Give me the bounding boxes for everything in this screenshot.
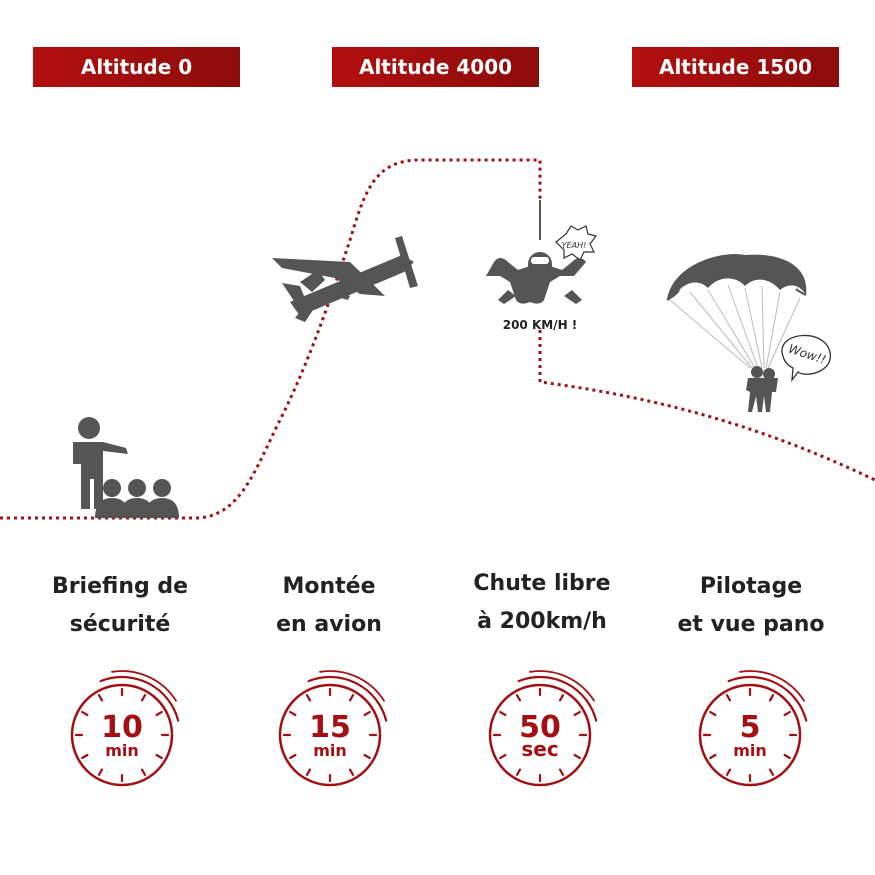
stopwatch-arc — [529, 670, 595, 702]
stopwatch-tick — [783, 710, 791, 717]
stopwatch-tick — [140, 694, 147, 702]
stopwatch-ring — [698, 683, 802, 787]
stopwatch-tick — [97, 694, 104, 702]
stopwatch-tick — [558, 694, 565, 702]
stopwatch-tick — [709, 753, 717, 760]
altitude-badge-1500: Altitude 1500 — [632, 47, 839, 87]
stage-title-line2: sécurité — [69, 612, 171, 637]
stopwatch-arc — [99, 675, 180, 722]
stopwatch-tick — [363, 753, 371, 760]
stage-title-line2: à 200km/h — [477, 609, 607, 634]
stopwatch-tick — [305, 768, 312, 776]
stopwatch-tick — [305, 694, 312, 702]
skydiver-icon: YEAH! 200 KM/H ! — [486, 200, 598, 332]
stopwatch-tick — [783, 753, 791, 760]
timer-value: 50 — [519, 710, 561, 745]
stopwatch-tick — [709, 710, 717, 717]
stopwatch-tick — [155, 710, 163, 717]
stopwatch-tick — [289, 753, 297, 760]
stage-title-freefall: Chute libre à 200km/h — [437, 565, 647, 641]
stopwatch-tick — [81, 710, 89, 717]
stopwatch-tick — [363, 710, 371, 717]
stopwatch-tick — [81, 753, 89, 760]
stage-title-line2: et vue pano — [677, 612, 825, 637]
timer-unit: min — [733, 741, 767, 760]
stopwatch-tick — [289, 710, 297, 717]
parachute-icon: Wow!! — [666, 254, 831, 412]
stopwatch-tick — [348, 694, 355, 702]
stopwatch-tick — [499, 710, 507, 717]
stage-title-line1: Pilotage — [699, 574, 803, 599]
stopwatch-tick — [140, 768, 147, 776]
stopwatch-tick — [97, 768, 104, 776]
altitude-badge-0: Altitude 0 — [33, 47, 240, 87]
timer-unit: min — [313, 741, 347, 760]
stopwatch-tick — [768, 768, 775, 776]
stage-title-line1: Montée — [282, 574, 376, 599]
stopwatch-tick — [515, 694, 522, 702]
stopwatch-arc — [727, 675, 808, 722]
stopwatch-tick — [573, 710, 581, 717]
timer-value: 10 — [101, 710, 143, 745]
stage-title-ascent: Montée en avion — [224, 568, 434, 644]
stopwatch-arc — [307, 675, 388, 722]
stopwatch-tick — [725, 768, 732, 776]
stopwatch-tick — [573, 753, 581, 760]
timer-value: 5 — [740, 710, 761, 745]
stopwatch-tick — [558, 768, 565, 776]
stopwatch-arc — [111, 670, 177, 702]
freefall-speed-label: 200 KM/H ! — [503, 318, 578, 332]
stopwatch-tick — [725, 694, 732, 702]
airplane-icon — [272, 236, 418, 322]
stage-title-piloting: Pilotage et vue pano — [646, 568, 856, 644]
stage-title-briefing: Briefing de sécurité — [15, 568, 225, 644]
stopwatch-tick — [515, 768, 522, 776]
stopwatch-ring — [70, 683, 174, 787]
stopwatch-ring — [278, 683, 382, 787]
stage-title-line2: en avion — [276, 612, 382, 637]
altitude-badge-4000: Altitude 4000 — [332, 47, 539, 87]
timer-unit: min — [105, 741, 139, 760]
timer-value: 15 — [309, 710, 351, 745]
stopwatch-arc — [319, 670, 385, 702]
yeah-bubble-text: YEAH! — [562, 241, 587, 250]
stopwatch-arc — [739, 670, 805, 702]
stopwatch-tick — [768, 694, 775, 702]
altitude-profile-line — [0, 158, 875, 520]
stopwatch-tick — [499, 753, 507, 760]
stopwatch-tick — [155, 753, 163, 760]
stopwatch-ring — [488, 683, 592, 787]
stopwatch-arc — [517, 675, 598, 722]
instructor-icon — [73, 417, 179, 518]
stopwatch-tick — [348, 768, 355, 776]
stage-title-line1: Briefing de — [51, 574, 189, 599]
timer-unit: sec — [521, 737, 558, 761]
stage-title-line1: Chute libre — [473, 571, 611, 596]
